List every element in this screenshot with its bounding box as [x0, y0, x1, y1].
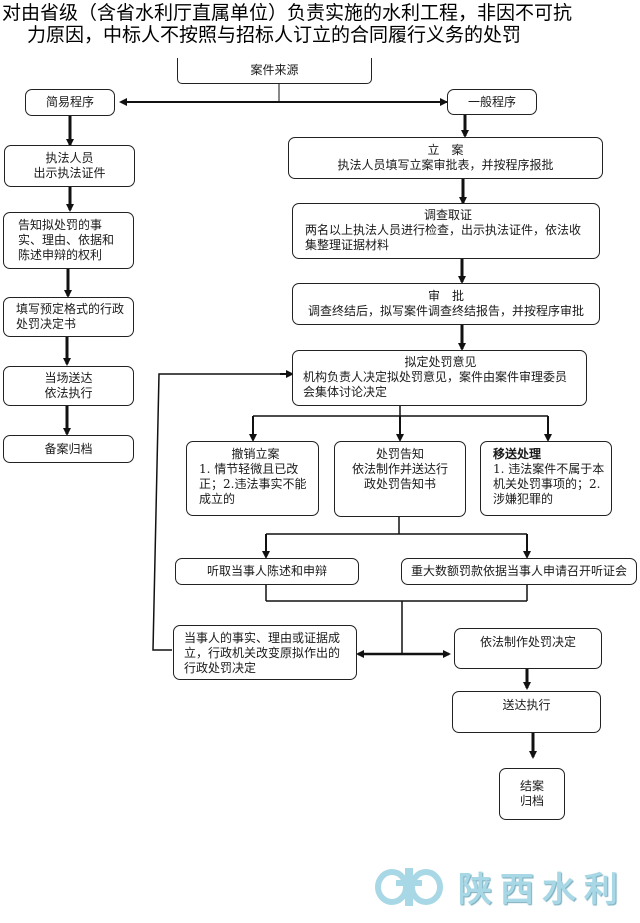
- node-show-id: 执法人员 出示执法证件: [4, 145, 135, 187]
- node-register-case-body: 执法人员填写立案审批表，并按程序报批: [337, 158, 554, 172]
- node-inform-rights-label: 告知拟处罚的事实、理由、依据和陈述申辩的权利: [18, 218, 115, 262]
- node-fill-form: 填写预定格式的行政处罚决定书: [3, 297, 134, 337]
- node-draft-opinion-body: 机构负责人决定拟处罚意见，案件由案件审理委员会集体讨论决定: [303, 370, 568, 399]
- node-general-procedure-label: 一般程序: [467, 94, 516, 109]
- node-approve: 审 批 调查终结后，拟写案件调查终结报告，并按程序审批: [292, 283, 600, 325]
- node-change-decision: 当事人的事实、理由或证据成立，行政机关改变原拟作出的行政处罚决定: [173, 625, 357, 680]
- node-transfer-body: 1. 违法案件不属于本机关处罚事项的；2.涉嫌犯罪的: [493, 462, 605, 506]
- node-investigate-body: 两名以上执法人员进行检查，出示执法证件，依法收集整理证据材料: [305, 223, 582, 252]
- node-hear-statement: 听取当事人陈述和申辩: [175, 558, 359, 585]
- node-deliver-execute-label: 送达执行: [502, 698, 551, 712]
- node-deliver-execute: 送达执行: [452, 691, 601, 733]
- node-deliver-onsite: 当场送达 依法执行: [3, 366, 134, 406]
- node-show-id-label: 执法人员 出示执法证件: [33, 151, 106, 180]
- node-close-case: 结案 归档: [499, 768, 565, 820]
- node-draft-opinion: 拟定处罚意见 机构负责人决定拟处罚意见，案件由案件审理委员会集体讨论决定: [292, 350, 587, 406]
- node-simple-procedure: 简易程序: [25, 89, 115, 116]
- node-fill-form-label: 填写预定格式的行政处罚决定书: [16, 302, 125, 331]
- node-hearing: 重大数额罚款依据当事人申请召开听证会: [401, 558, 637, 585]
- node-transfer-heading: 移送处理: [493, 447, 542, 461]
- node-transfer: 移送处理 1. 违法案件不属于本机关处罚事项的；2.涉嫌犯罪的: [480, 441, 612, 516]
- line-feedback-loop: [152, 373, 292, 651]
- water-resources-emblem-icon: [375, 867, 443, 906]
- node-simple-procedure-label: 简易程序: [45, 95, 94, 109]
- node-register-case: 立 案 执法人员填写立案审批表，并按程序报批: [288, 137, 603, 179]
- node-register-case-heading: 立 案: [427, 143, 464, 157]
- node-inform-rights: 告知拟处罚的事实、理由、依据和陈述申辩的权利: [3, 212, 134, 269]
- node-make-decision-label: 依法制作处罚决定: [479, 635, 576, 649]
- node-hear-statement-label: 听取当事人陈述和申辩: [206, 564, 327, 578]
- node-draft-opinion-heading: 拟定处罚意见: [404, 355, 477, 369]
- node-deliver-onsite-label: 当场送达 依法执行: [44, 371, 93, 400]
- node-archive-simple: 备案归档: [3, 435, 134, 463]
- watermark-logo-text: 陕西水利: [458, 870, 626, 910]
- node-revoke-case-body: 1. 情节轻微且已改正；2.违法事实不能成立的: [199, 462, 307, 506]
- node-revoke-case-heading: 撤销立案: [231, 447, 280, 461]
- node-case-source: 案件来源: [177, 58, 372, 84]
- node-approve-body: 调查终结后，拟写案件调查终结报告，并按程序审批: [307, 304, 584, 318]
- node-general-procedure: 一般程序: [447, 89, 537, 115]
- node-penalty-notice: 处罚告知 依法制作并送达行政处罚告知书: [334, 441, 466, 517]
- node-close-case-label: 结案 归档: [519, 779, 544, 808]
- node-archive-simple-label: 备案归档: [44, 441, 93, 456]
- watermark-logo: 陕西水利: [372, 862, 626, 911]
- node-investigate: 调查取证 两名以上执法人员进行检查，出示执法证件，依法收集整理证据材料: [292, 203, 600, 259]
- node-make-decision: 依法制作处罚决定: [454, 628, 602, 669]
- title-line-2: 力原因，中标人不按照与招标人订立的合同履行义务的处罚: [27, 24, 522, 46]
- node-investigate-heading: 调查取证: [423, 208, 472, 222]
- node-approve-heading: 审 批: [427, 289, 464, 303]
- node-change-decision-label: 当事人的事实、理由或证据成立，行政机关改变原拟作出的行政处罚决定: [184, 631, 341, 675]
- node-penalty-notice-body: 依法制作并送达行政处罚告知书: [351, 462, 448, 491]
- node-hearing-label: 重大数额罚款依据当事人申请召开听证会: [410, 564, 627, 578]
- node-case-source-label: 案件来源: [250, 63, 299, 77]
- node-penalty-notice-heading: 处罚告知: [375, 447, 424, 461]
- node-revoke-case: 撤销立案 1. 情节轻微且已改正；2.违法事实不能成立的: [186, 441, 319, 516]
- title-line-1: 对由省级（含省水利厅直属单位）负责实施的水利工程，非因不可抗: [2, 2, 573, 24]
